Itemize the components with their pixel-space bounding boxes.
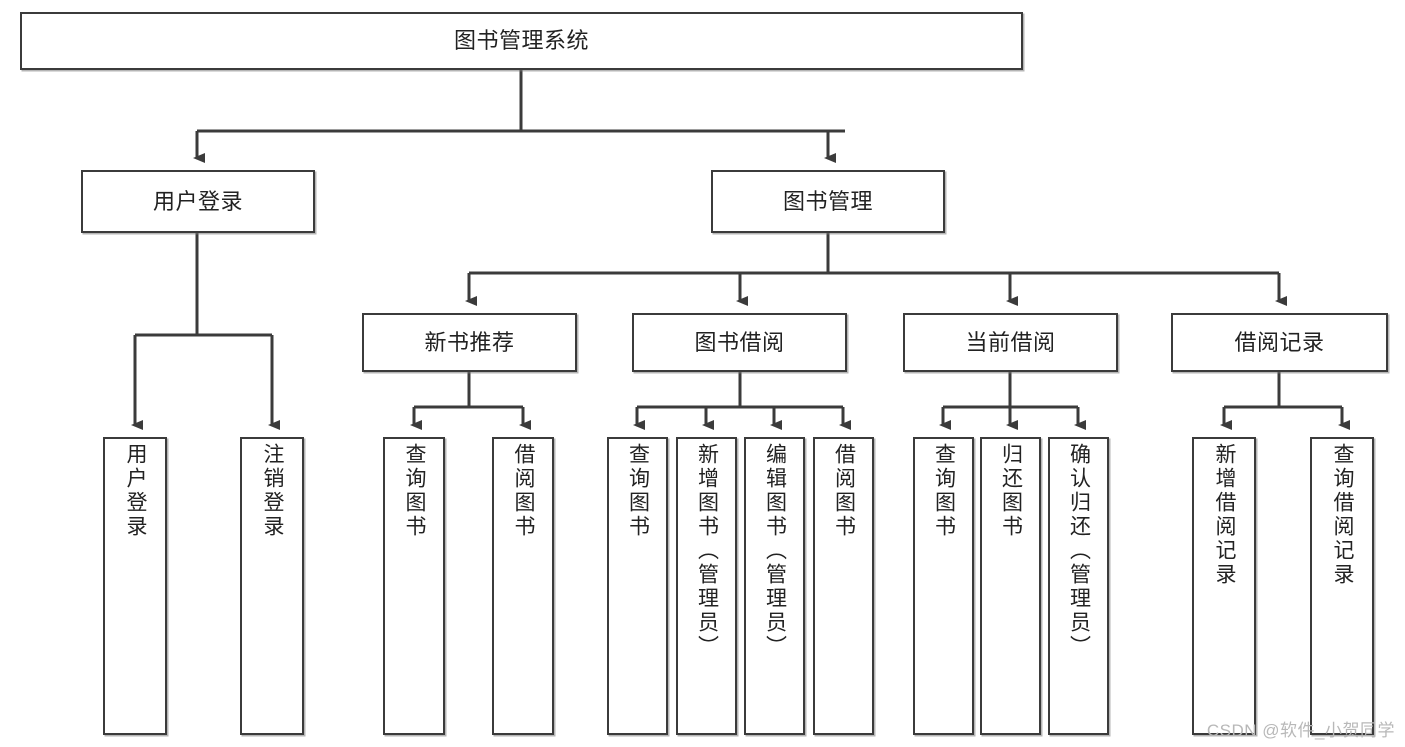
node-current-borrowing[interactable]: 当前借阅 — [903, 313, 1118, 372]
node-label: 新增图书（管理员） — [695, 443, 719, 659]
leaf-edit-book-admin[interactable]: 编辑图书（管理员） — [744, 437, 805, 735]
node-label: 确认归还（管理员） — [1067, 443, 1091, 659]
node-label: 新书推荐 — [424, 329, 515, 355]
node-book-borrowing[interactable]: 图书借阅 — [632, 313, 847, 372]
leaf-return-books[interactable]: 归还图书 — [980, 437, 1041, 735]
node-label: 注销登录 — [261, 443, 285, 539]
node-label: 新增借阅记录 — [1213, 443, 1237, 587]
leaf-confirm-return-admin[interactable]: 确认归还（管理员） — [1048, 437, 1109, 735]
leaf-query-books-current[interactable]: 查询图书 — [913, 437, 974, 735]
node-label: 图书管理 — [782, 188, 873, 214]
watermark-text: CSDN @软件_小贺同学 — [1206, 721, 1395, 740]
node-label: 借阅图书 — [512, 443, 536, 539]
node-borrow-records[interactable]: 借阅记录 — [1171, 313, 1388, 372]
leaf-borrow-books[interactable]: 借阅图书 — [813, 437, 874, 735]
node-label: 查询图书 — [626, 443, 650, 539]
node-label: 用户登录 — [124, 443, 148, 539]
leaf-query-books-recommend[interactable]: 查询图书 — [383, 437, 445, 735]
node-label: 当前借阅 — [965, 329, 1056, 355]
node-label: 借阅记录 — [1234, 329, 1325, 355]
node-book-management[interactable]: 图书管理 — [711, 170, 945, 233]
node-label: 编辑图书（管理员） — [763, 443, 787, 659]
leaf-add-book-admin[interactable]: 新增图书（管理员） — [676, 437, 737, 735]
node-label: 图书借阅 — [694, 329, 785, 355]
node-label: 查询图书 — [932, 443, 956, 539]
node-new-book-recommendation[interactable]: 新书推荐 — [362, 313, 577, 372]
node-user-login[interactable]: 用户登录 — [81, 170, 315, 233]
leaf-borrow-books-recommend[interactable]: 借阅图书 — [492, 437, 554, 735]
node-label: 借阅图书 — [832, 443, 856, 539]
leaf-logout[interactable]: 注销登录 — [240, 437, 304, 735]
leaf-query-books-borrow[interactable]: 查询图书 — [607, 437, 668, 735]
leaf-query-borrow-record[interactable]: 查询借阅记录 — [1310, 437, 1374, 735]
node-label: 查询借阅记录 — [1331, 443, 1355, 587]
node-root-book-management-system[interactable]: 图书管理系统 — [20, 12, 1023, 70]
leaf-user-login[interactable]: 用户登录 — [103, 437, 167, 735]
leaf-add-borrow-record[interactable]: 新增借阅记录 — [1192, 437, 1256, 735]
node-label: 用户登录 — [152, 188, 243, 214]
node-label: 查询图书 — [403, 443, 427, 539]
node-label: 图书管理系统 — [453, 28, 589, 54]
node-label: 归还图书 — [999, 443, 1023, 539]
